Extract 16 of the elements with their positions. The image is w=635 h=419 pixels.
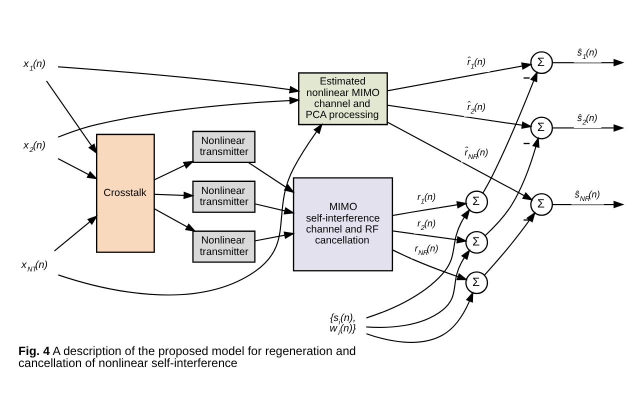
node-text: x$_{2}$(n) <box>24 140 46 154</box>
edge-label: ŝ$_{NR}$(n) <box>574 189 600 203</box>
caption: Fig. 4 A description of the proposed model for regeneration and cancellation of nonlinear self-interference <box>18 344 356 370</box>
node-text: x$_{1}$(n) <box>24 59 46 73</box>
edge-label: ŝ$_{2}$(n) <box>577 112 598 126</box>
edge-label: r̂$_{2}$(n) <box>467 102 486 116</box>
edge-label: ŝ$_{1}$(n) <box>577 48 598 62</box>
edge-label: r̂$_{NR}$(n) <box>464 147 488 161</box>
node-text: {s$_{i}$(n), w$_{i}$(n)} <box>330 313 356 337</box>
edge-label: r$_{2}$(n) <box>417 218 436 232</box>
edge-label: r$_{1}$(n) <box>417 192 436 206</box>
edge-label: r$_{NR}$(n) <box>414 244 438 258</box>
node-label: − <box>523 136 530 151</box>
edge-label: r̂$_{1}$(n) <box>467 57 486 71</box>
node-label: − <box>523 71 530 86</box>
node-text: x$_{NT}$(n) <box>21 260 48 274</box>
